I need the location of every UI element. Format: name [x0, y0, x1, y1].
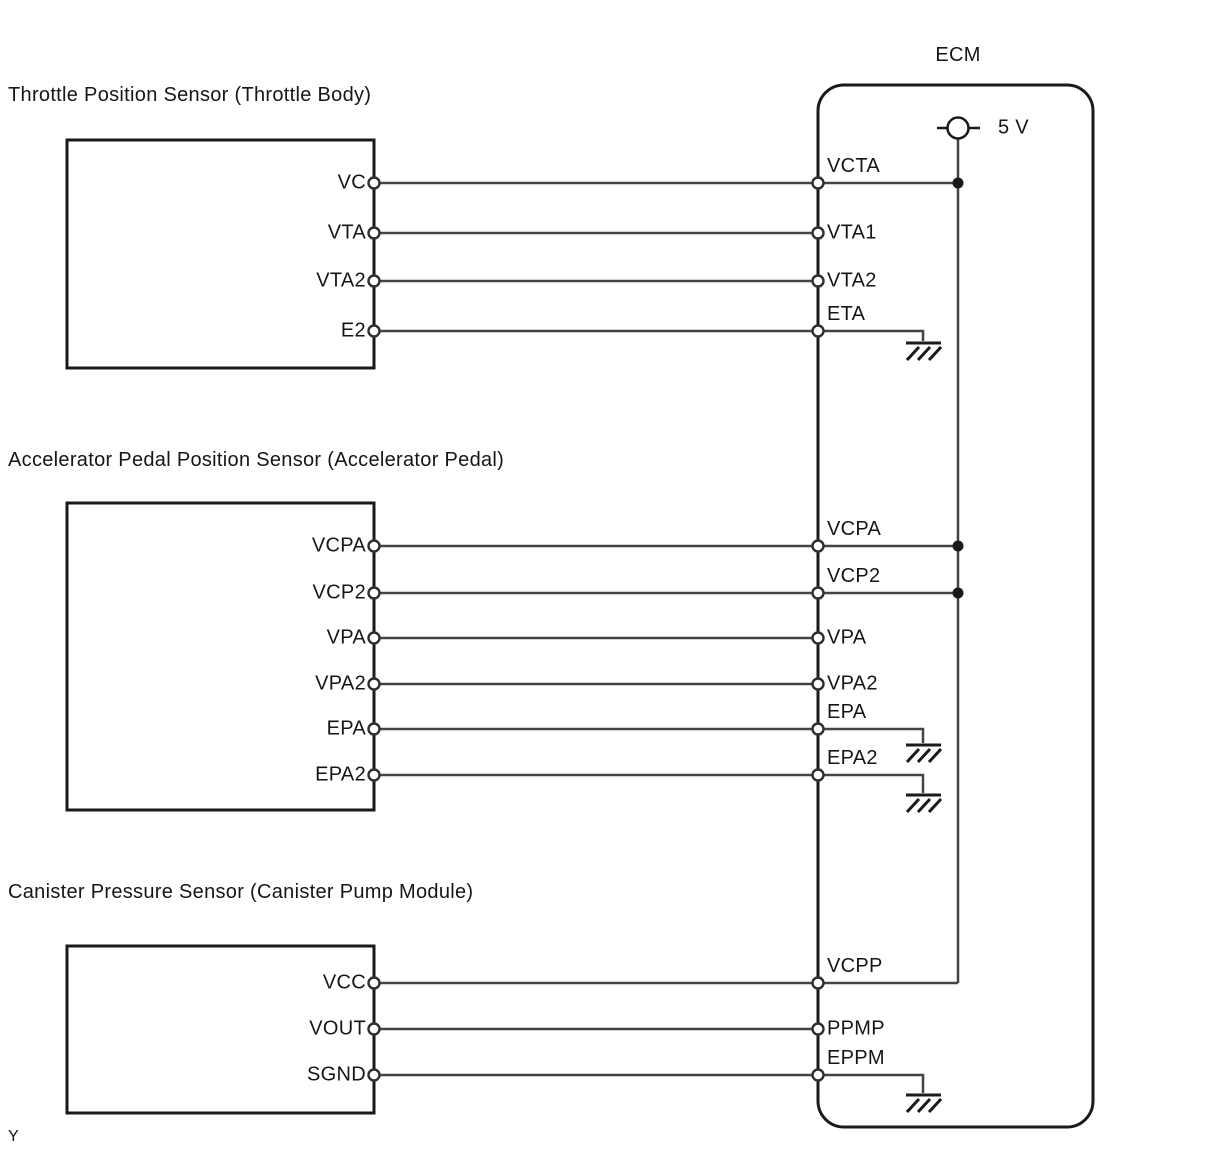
wire-sgnd-eppm-ground [374, 1073, 925, 1093]
sensor-title-throttle: Throttle Position Sensor (Throttle Body) [8, 84, 372, 106]
pin-icon [811, 1022, 825, 1036]
ecm-pin-label-eppm: EPPM [827, 1047, 885, 1069]
junction-dots [952, 177, 964, 599]
pin-icon [367, 631, 381, 645]
sensor-pin-label-vpa: VPA [326, 626, 366, 649]
ecm-pin-label-vcp2: VCP2 [827, 565, 881, 587]
ground-symbols [905, 341, 943, 1114]
pin-icon [811, 631, 825, 645]
pin-icon [367, 722, 381, 736]
pin-icon [811, 677, 825, 691]
pin-icon [811, 976, 825, 990]
pin-icon [367, 768, 381, 782]
ecm-box [816, 83, 1095, 1129]
sensor-pin-label-e2: E2 [340, 319, 366, 342]
ecm-pin-label-epa: EPA [827, 701, 867, 723]
pin-circles [367, 176, 825, 1082]
junction-icon [952, 540, 964, 552]
ecm-pin-label-vpa2: VPA2 [827, 672, 878, 695]
ground-icon [905, 793, 943, 814]
page-footnote: Y [8, 1128, 19, 1145]
sensor-pin-label-sgnd: SGND [307, 1063, 366, 1086]
ground-icon [905, 1093, 943, 1114]
sensor-title-accelerator: Accelerator Pedal Position Sensor (Accel… [8, 449, 505, 471]
sensor-pin-label-vcpa: VCPA [311, 534, 366, 557]
ecm-pin-label-epa2: EPA2 [827, 747, 878, 769]
component-boxes [65, 83, 1095, 1129]
pin-icon [367, 274, 381, 288]
wire-epa2-epa2-ground [374, 773, 925, 793]
pin-icon [367, 539, 381, 553]
pin-icon [367, 176, 381, 190]
junction-icon [952, 587, 964, 599]
pin-icon [367, 677, 381, 691]
pin-icon [811, 176, 825, 190]
sensor-pin-label-epa: EPA [326, 717, 366, 740]
sensor-title-canister: Canister Pressure Sensor (Canister Pump … [8, 881, 474, 903]
ecm-pin-label-vcpp: VCPP [827, 955, 883, 977]
junction-icon [952, 177, 964, 189]
pin-icon [367, 586, 381, 600]
power-source-icon [937, 116, 980, 140]
sensor-pin-label-vcc: VCC [322, 971, 366, 994]
wire-e2-eta-ground [374, 329, 925, 341]
pin-icon [811, 226, 825, 240]
sensor-pin-label-epa2: EPA2 [315, 763, 366, 786]
sensor-pin-label-vout: VOUT [309, 1017, 366, 1040]
wires [374, 138, 960, 1093]
throttle-sensor-box [65, 138, 376, 370]
sensor-pin-label-vc: VC [337, 171, 366, 194]
pin-icon [811, 274, 825, 288]
sensor-pin-label-vta2: VTA2 [316, 269, 366, 292]
pin-icon [367, 226, 381, 240]
pin-icon [811, 586, 825, 600]
pin-icon [811, 1068, 825, 1082]
pin-icon [811, 324, 825, 338]
ecm-pin-label-vta2: VTA2 [827, 269, 877, 292]
accelerator-sensor-box [65, 501, 376, 812]
pin-icon [811, 768, 825, 782]
ecm-pin-label-vta1: VTA1 [827, 221, 877, 244]
pin-icon [367, 1022, 381, 1036]
ecm-pin-label-eta: ETA [827, 303, 866, 325]
sensor-pin-label-vcp2: VCP2 [312, 581, 366, 604]
sensor-pin-label-vta: VTA [327, 221, 366, 244]
ecm-pin-label-ppmp: PPMP [827, 1017, 885, 1040]
ground-icon [905, 341, 943, 362]
ecm-title: ECM [935, 44, 981, 66]
ecm-pin-label-vpa: VPA [827, 626, 867, 649]
ground-icon [905, 743, 943, 764]
pin-icon [367, 1068, 381, 1082]
supply-voltage-label: 5 V [998, 116, 1029, 139]
pin-icon [367, 976, 381, 990]
sensor-pin-label-vpa2: VPA2 [315, 672, 366, 695]
ecm-pin-label-vcta: VCTA [827, 155, 881, 177]
pin-icon [811, 722, 825, 736]
pin-icon [367, 324, 381, 338]
ecm-pin-label-vcpa: VCPA [827, 518, 882, 540]
pin-icon [811, 539, 825, 553]
wire-epa-epa-ground [374, 727, 925, 743]
